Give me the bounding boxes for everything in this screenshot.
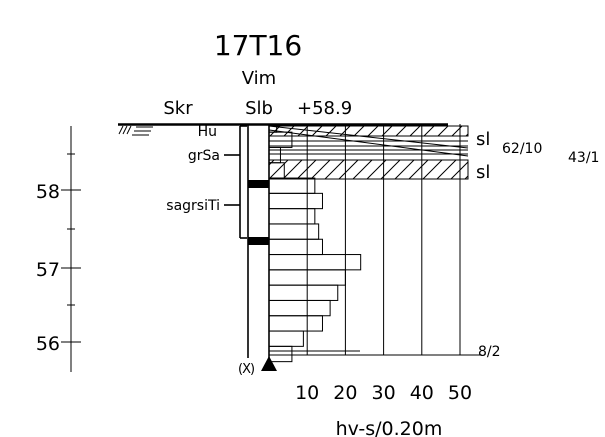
resistance-axis-ticks: 10 20 30 40 50 bbox=[295, 382, 472, 404]
resistance-bar bbox=[268, 315, 323, 332]
depth-tick-label-58: 58 bbox=[36, 181, 60, 203]
hatched-layer-top bbox=[268, 125, 469, 137]
resistance-bar bbox=[268, 192, 323, 210]
resistance-bar bbox=[268, 330, 304, 347]
stop-triangle-icon bbox=[261, 356, 277, 371]
resistance-bar bbox=[268, 223, 320, 240]
resistance-bar bbox=[268, 238, 323, 256]
stop-symbol-label: (X) bbox=[238, 362, 254, 377]
soil-layer-hu: Hu bbox=[198, 124, 217, 140]
resistance-bar bbox=[268, 345, 293, 363]
annotation-rate-43-1: 43/1 bbox=[568, 150, 599, 166]
resistance-tick-label-30: 30 bbox=[372, 382, 396, 404]
resistance-bar bbox=[268, 284, 339, 301]
annotation-sl-lower: sl bbox=[476, 162, 490, 183]
resistance-profile bbox=[268, 124, 362, 363]
resistance-bar bbox=[268, 208, 316, 225]
column-label-skr: Skr bbox=[163, 98, 193, 119]
method-label: Vim bbox=[242, 68, 276, 89]
resistance-tick-label-20: 20 bbox=[333, 382, 357, 404]
resistance-axis-label: hv-s/0.20m bbox=[336, 418, 443, 437]
annotation-bottom-rate: 8/2 bbox=[478, 344, 501, 360]
sample-column bbox=[239, 125, 247, 239]
borehole-title: 17T16 bbox=[214, 29, 302, 62]
annotation-sl-upper: sl bbox=[476, 129, 490, 150]
resistance-tick-label-50: 50 bbox=[448, 382, 472, 404]
resistance-grid bbox=[306, 124, 461, 355]
resistance-bar bbox=[268, 177, 316, 194]
sl-zone-lines bbox=[268, 125, 469, 157]
depth-tick-label-57: 57 bbox=[36, 259, 60, 281]
hatched-layer-sl bbox=[268, 159, 469, 180]
resistance-bar bbox=[268, 254, 362, 271]
sample-mark-2 bbox=[248, 237, 269, 245]
depth-tick-label-56: 56 bbox=[36, 333, 60, 355]
resistance-tick-label-40: 40 bbox=[410, 382, 434, 404]
ground-level-label: +58.9 bbox=[297, 98, 352, 119]
resistance-tick-label-10: 10 bbox=[295, 382, 319, 404]
depth-axis-ticks bbox=[61, 153, 81, 343]
sample-mark-1 bbox=[248, 180, 269, 188]
column-label-slb: Slb bbox=[245, 98, 273, 119]
resistance-bar bbox=[268, 299, 331, 317]
soil-layer-grsa: grSa bbox=[188, 148, 220, 164]
soil-layer-sagrsiti: sagrsiTi bbox=[166, 198, 220, 214]
annotation-rate-62-10: 62/10 bbox=[502, 141, 542, 157]
humus-symbol bbox=[118, 125, 153, 136]
